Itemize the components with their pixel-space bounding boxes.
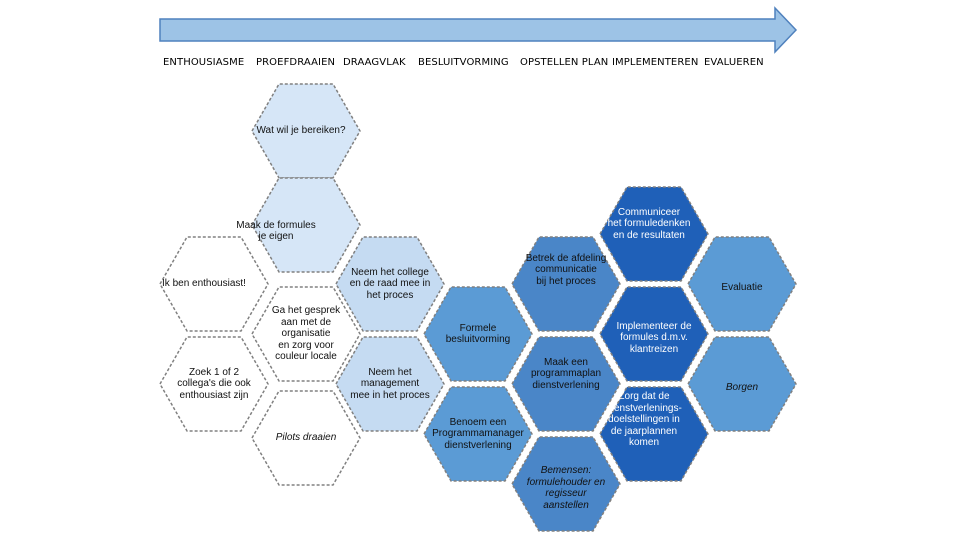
hex-pilots-draaien-shape [251, 390, 361, 486]
hex-neem-het-college-shape [335, 236, 445, 332]
hex-betrek-de-afdeling-label: Betrek de afdeling communicatie bij het … [525, 252, 607, 287]
hex-maak-de-formules-je-eigen-label: Maak de formules je eigen [236, 219, 316, 243]
hex-ik-ben-enthousiast-shape [159, 236, 269, 332]
hex-maak-een-programmaplan-label: Maak een programmaplan dienstverlening [530, 356, 602, 391]
phase-label-proefdraaien: PROEFDRAAIEN [256, 57, 336, 68]
hex-zoek-collegas-shape [159, 336, 269, 432]
hex-communiceer-shape [599, 186, 709, 282]
hex-ik-ben-enthousiast-label: Ik ben enthousiast! [162, 278, 246, 290]
hex-zoek-collegas-label: Zoek 1 of 2 collega's die ook enthousias… [177, 366, 251, 401]
phase-label-opstellen-plan: OPSTELLEN PLAN [520, 57, 609, 68]
hex-implementeer-label: Implementeer de formules d.m.v. klantrei… [616, 320, 692, 355]
phase-label-evalueren: EVALUEREN [704, 57, 764, 68]
hex-zorg-dat-shape [599, 386, 709, 482]
hex-neem-het-management-label: Neem het management mee in het proces [350, 366, 430, 401]
hex-formele-besluitvorming-shape [423, 286, 533, 382]
hex-benoem-programmamanager-label: Benoem een Programmamanager dienstverlen… [432, 416, 524, 451]
hex-maak-een-programmaplan-shape [511, 336, 621, 432]
phase-label-besluitvorming: BESLUITVORMING [418, 57, 509, 68]
hex-evaluatie-label: Evaluatie [721, 282, 763, 294]
process-arrow-shape [159, 6, 798, 54]
phase-label-enthousiasme: ENTHOUSIASME [163, 57, 245, 68]
hex-evaluatie-shape [687, 236, 797, 332]
hex-borgen-label: Borgen [725, 382, 759, 394]
hex-borgen-shape [687, 336, 797, 432]
hex-benoem-programmamanager-shape [423, 386, 533, 482]
hex-bemensen-label: Bemensen: formulehouder en regisseur aan… [526, 465, 606, 511]
hex-neem-het-management-shape [335, 336, 445, 432]
process-arrow [159, 6, 798, 54]
hex-implementeer-shape [599, 286, 709, 382]
phase-label-draagvlak: DRAAGVLAK [343, 57, 406, 68]
hex-maak-de-formules-je-eigen-shape [251, 177, 361, 273]
hex-bemensen-shape [511, 436, 621, 532]
hex-ga-het-gesprek-aan-shape [251, 286, 361, 382]
hex-pilots-draaien-label: Pilots draaien [275, 432, 337, 444]
phase-labels: ENTHOUSIASME PROEFDRAAIEN DRAAGVLAK BESL… [0, 57, 960, 73]
hex-betrek-de-afdeling-shape [511, 236, 621, 332]
hex-wat-wil-je-bereiken-label: Wat wil je bereiken? [256, 125, 346, 137]
hex-zorg-dat-label: Zorg dat de dienstverlenings- doelstelli… [606, 391, 682, 449]
phase-label-implementeren: IMPLEMENTEREN [612, 57, 699, 68]
hex-neem-het-college-label: Neem het college en de raad mee in het p… [349, 266, 431, 301]
hex-ga-het-gesprek-aan-label: Ga het gesprek aan met de organisatie en… [271, 305, 341, 363]
hex-formele-besluitvorming-label: Formele besluitvorming [445, 322, 511, 346]
hex-communiceer-label: Communiceer het formuledenken en de resu… [607, 206, 691, 241]
